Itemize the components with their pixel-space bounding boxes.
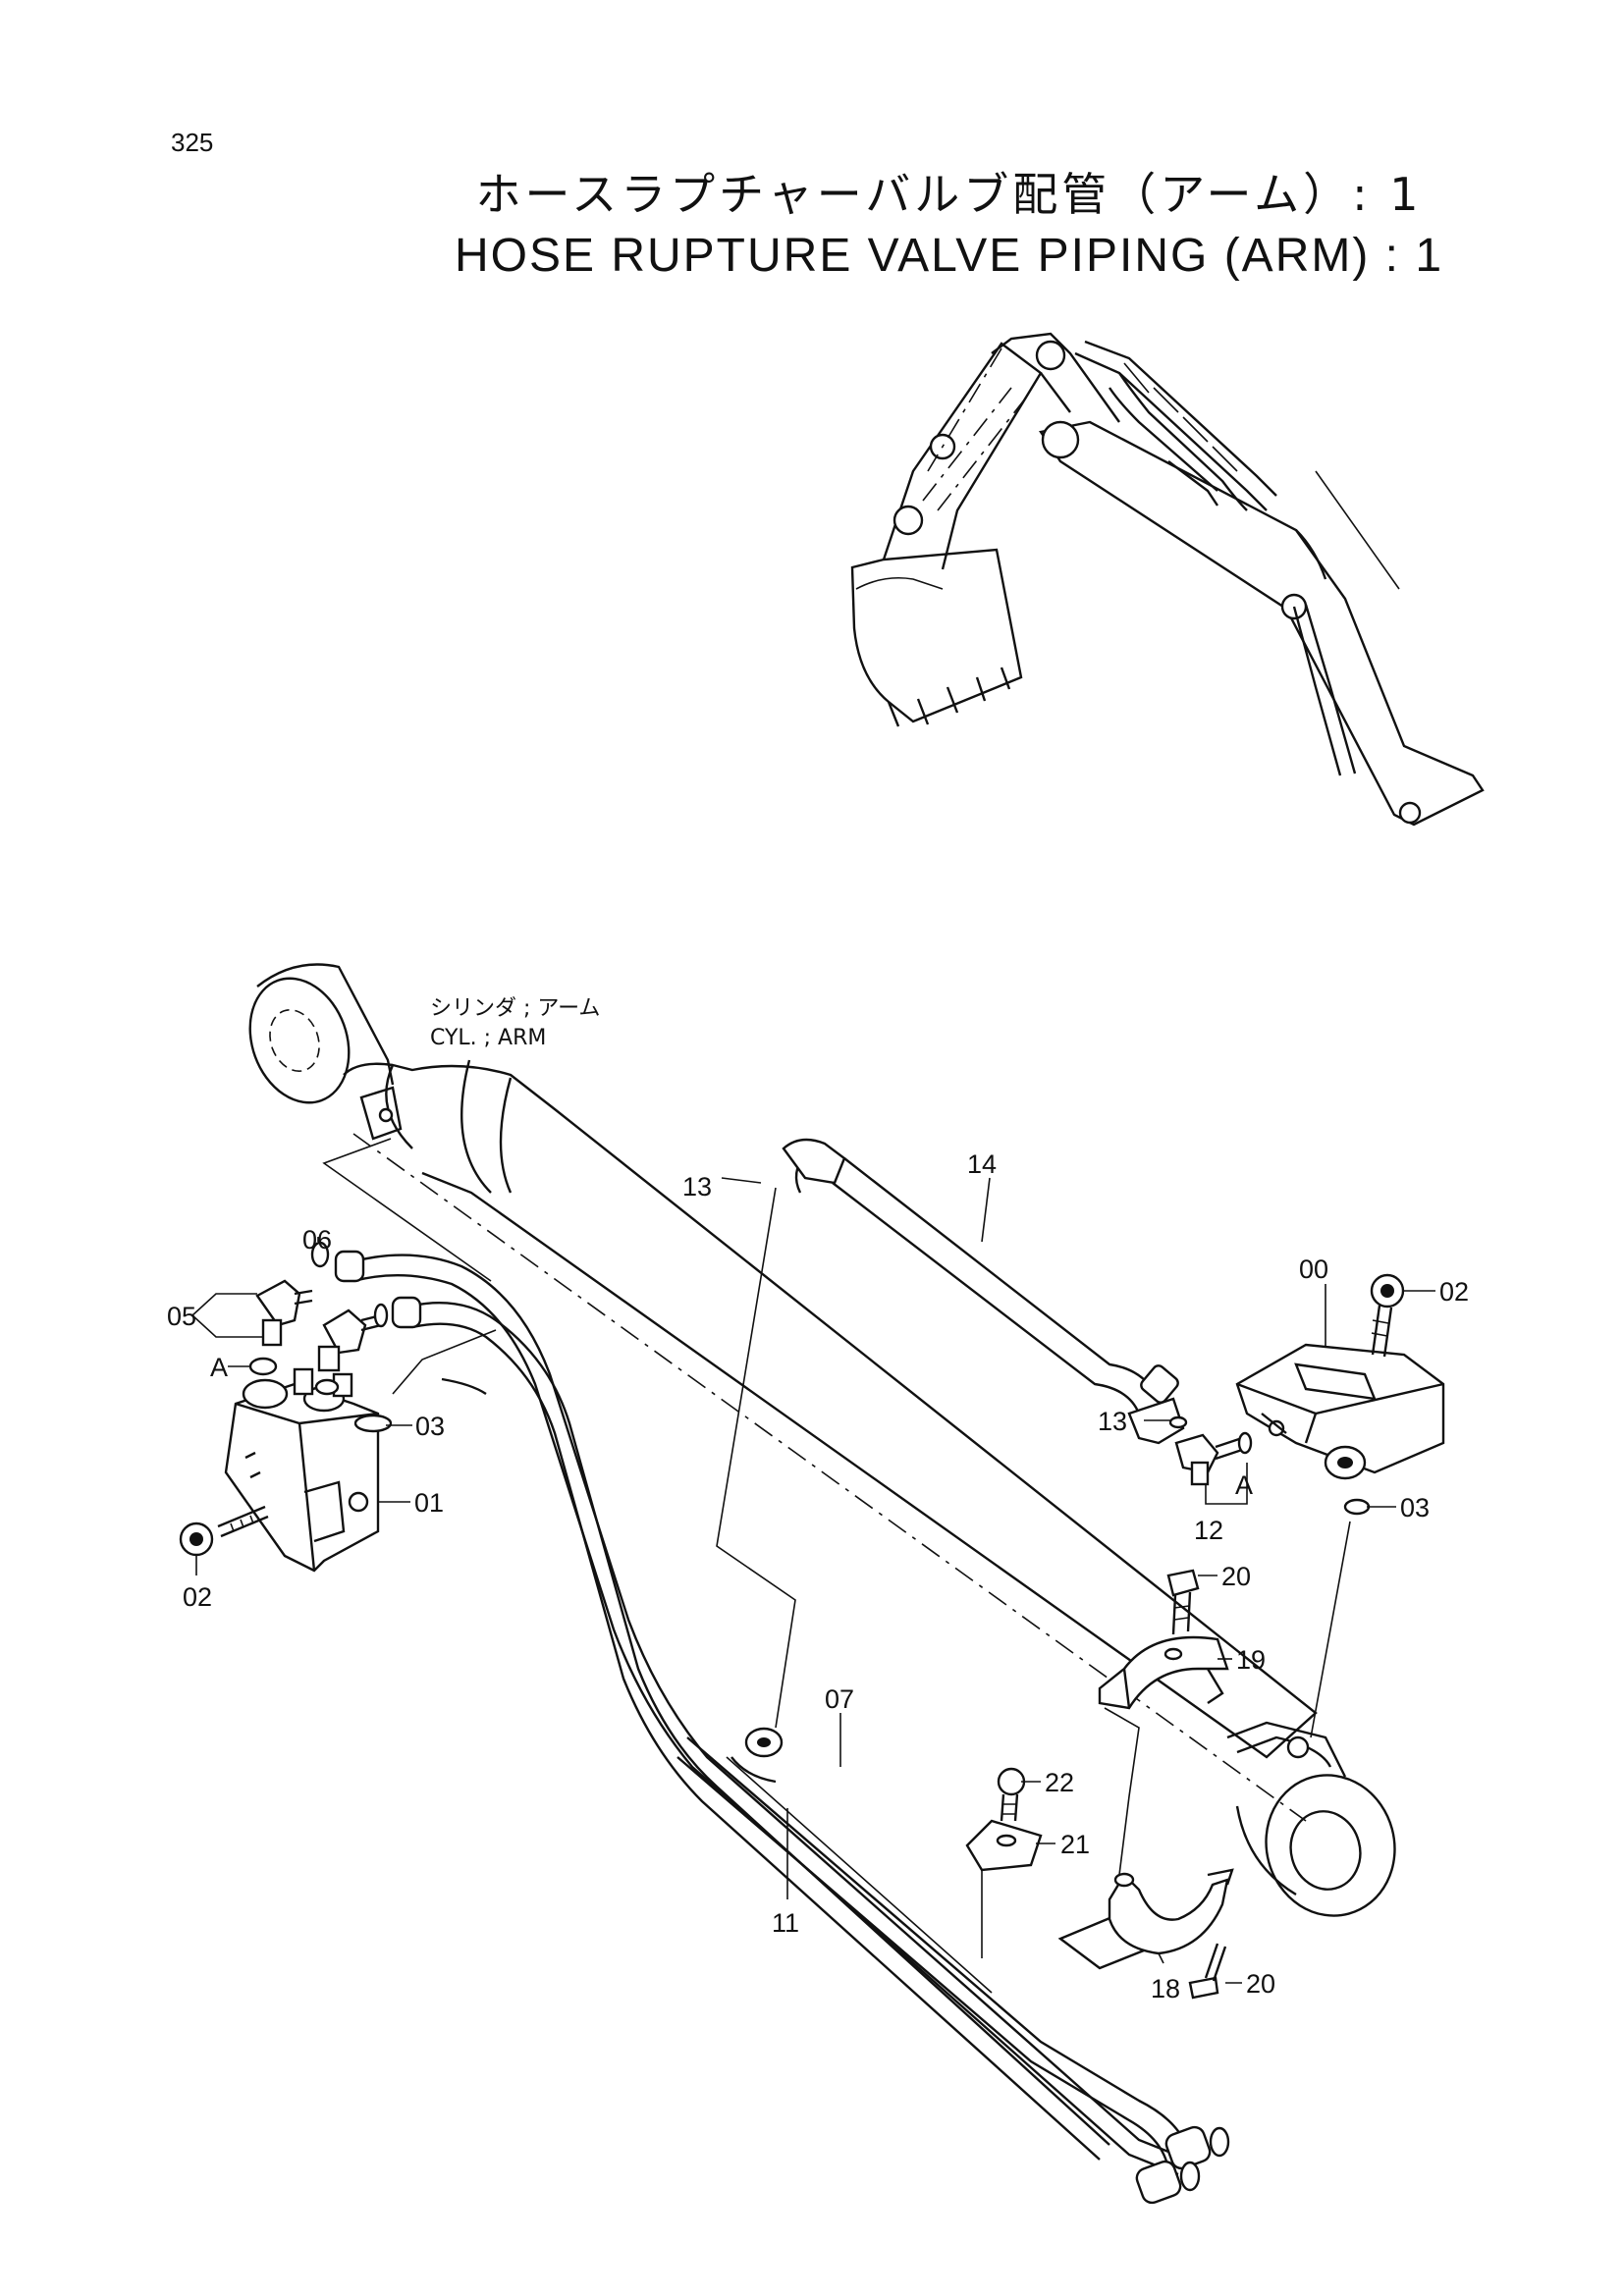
elbow-fittings-left xyxy=(248,1241,393,1433)
excavator-overview xyxy=(850,332,1485,827)
title-english: HOSE RUPTURE VALVE PIPING (ARM) : 1 xyxy=(454,230,1444,282)
callout-20-bottom: 20 xyxy=(1246,1969,1275,1999)
callout-a-right: A xyxy=(1235,1470,1253,1500)
callout-22: 22 xyxy=(1045,1768,1074,1797)
callout-03-left: 03 xyxy=(415,1412,445,1441)
callout-14: 14 xyxy=(967,1149,997,1179)
callout-00: 00 xyxy=(1299,1255,1328,1284)
callout-a-left: A xyxy=(210,1353,228,1382)
callout-20-top: 20 xyxy=(1221,1562,1251,1591)
cylinder-label-japanese: シリンダ ; アーム xyxy=(430,996,600,1021)
pipes xyxy=(334,1250,1230,2205)
callout-12: 12 xyxy=(1194,1516,1223,1545)
valve-left xyxy=(179,1367,380,1573)
hose xyxy=(782,1138,1185,1445)
callout-19: 19 xyxy=(1236,1645,1266,1675)
callout-05: 05 xyxy=(167,1302,196,1331)
callout-06: 06 xyxy=(302,1225,332,1255)
leader-lines xyxy=(191,1177,1435,1984)
callout-07: 07 xyxy=(825,1684,854,1714)
assembly-lines xyxy=(322,1138,1351,1958)
callout-01: 01 xyxy=(414,1488,444,1518)
cylinder-label-english: CYL. ; ARM xyxy=(430,1026,546,1050)
callout-11: 11 xyxy=(772,1908,799,1938)
title-block: ホースラプチャーバルブ配管（アーム）: 1 HOSE RUPTURE VALVE… xyxy=(0,165,1623,289)
callout-02-right: 02 xyxy=(1439,1277,1469,1307)
title-japanese: ホースラプチャーバルブ配管（アーム）: 1 xyxy=(475,168,1423,221)
valve-right xyxy=(1168,1273,1445,1516)
callout-13-right: 13 xyxy=(1098,1407,1127,1436)
diagram-labels: シリンダ ; アーム CYL. ; ARM 14 13 00 02 13 A 1… xyxy=(167,996,1469,2003)
clamps xyxy=(965,1569,1234,2000)
arm-cylinder xyxy=(248,963,1396,1917)
callout-03-right: 03 xyxy=(1400,1493,1430,1522)
callout-02-left: 02 xyxy=(183,1582,212,1612)
page-number: 325 xyxy=(171,128,214,157)
callout-13-top: 13 xyxy=(682,1172,712,1201)
callout-18: 18 xyxy=(1151,1974,1180,2003)
callout-21: 21 xyxy=(1060,1830,1090,1859)
